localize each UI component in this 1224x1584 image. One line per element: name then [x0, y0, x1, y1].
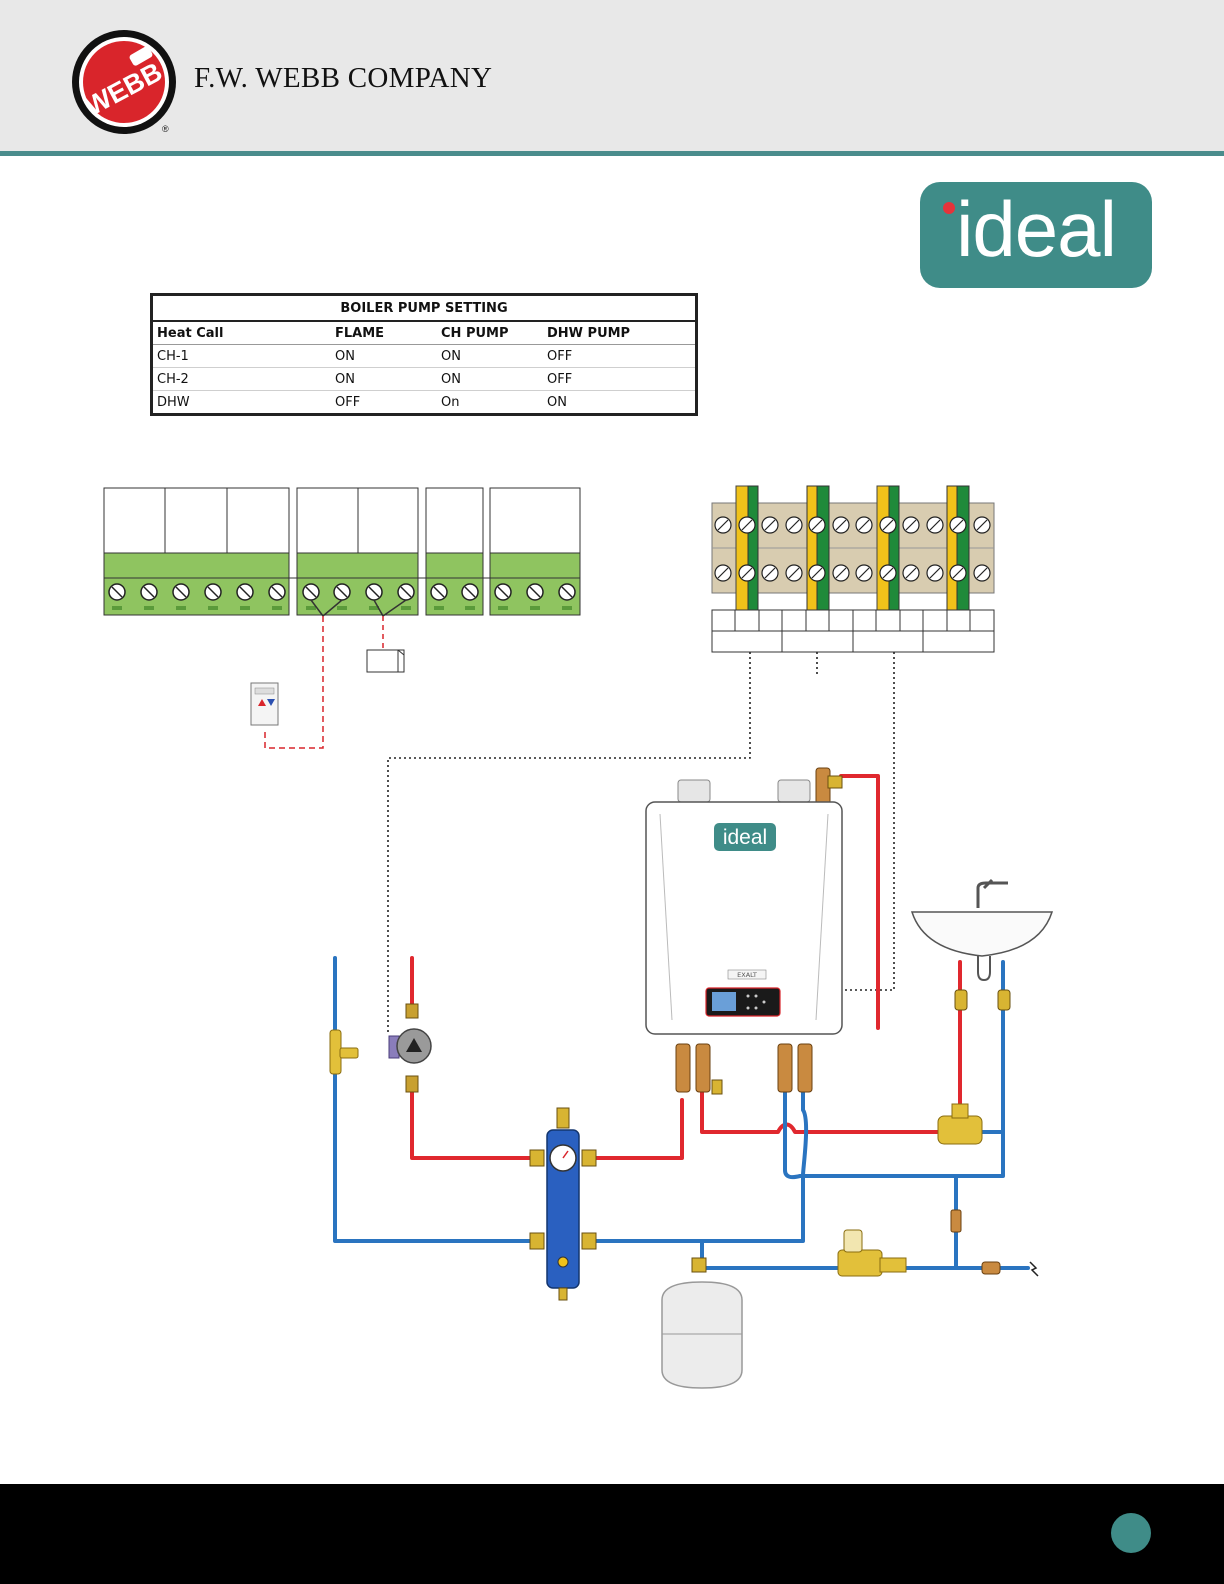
boiler-terminal-blocks [104, 488, 580, 615]
page-footer [0, 1484, 1224, 1584]
boiler-badge-text: ideal [723, 826, 767, 849]
boiler-model-text: EXALT [737, 971, 757, 979]
sensor-box-icon [367, 650, 404, 672]
thermostat-wiring [265, 600, 406, 748]
page-number-badge [1111, 1513, 1151, 1553]
piping-wiring-diagram: ideal EXALT [0, 0, 1224, 1480]
expansion-tank [662, 1282, 742, 1388]
terminal-strip [712, 486, 994, 652]
sink-icon [912, 880, 1052, 980]
thermostat-icon [251, 683, 278, 725]
boiler-unit: ideal EXALT [646, 780, 842, 1034]
